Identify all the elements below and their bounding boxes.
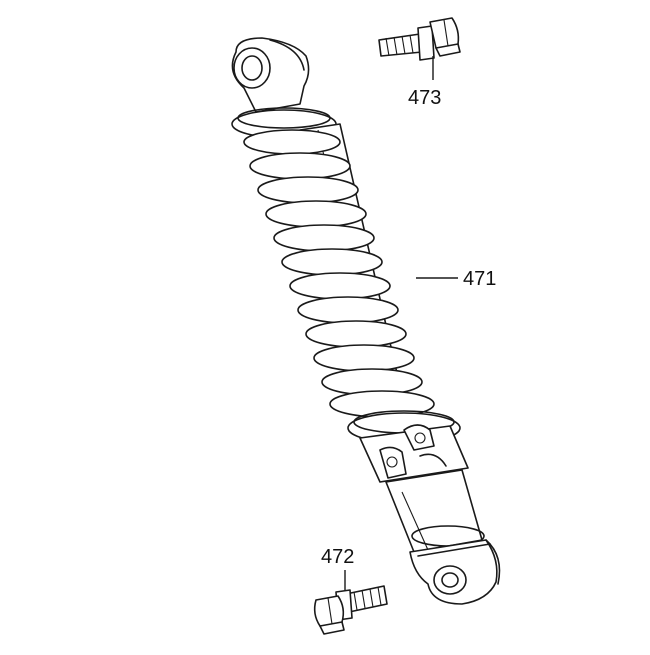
callout-471[interactable]: 471 [463, 268, 496, 290]
bolt-473[interactable] [378, 17, 461, 61]
coil-spring [243, 129, 435, 418]
shock-absorber-471[interactable] [231, 37, 501, 605]
bolt-472[interactable] [313, 585, 388, 635]
callout-473[interactable]: 473 [408, 87, 441, 109]
callout-472[interactable]: 472 [321, 546, 354, 568]
